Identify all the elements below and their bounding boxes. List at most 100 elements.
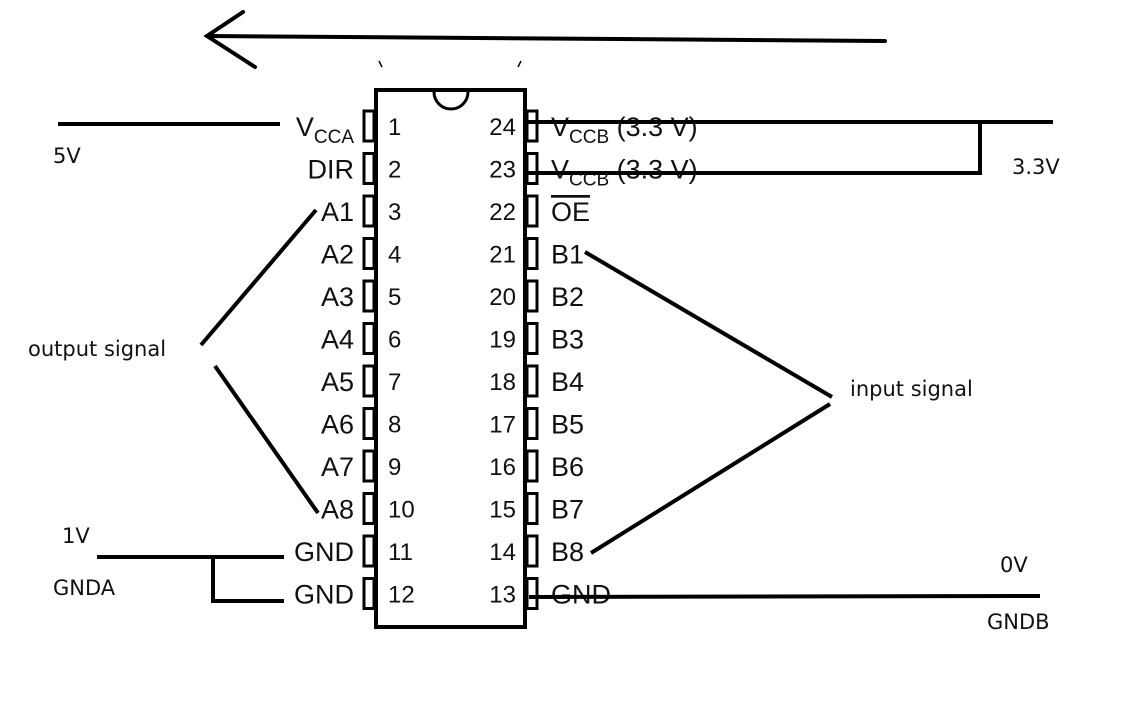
right-pin-14 [525, 534, 539, 568]
right-pin-name: V [551, 155, 569, 185]
left-pin-number: 3 [388, 199, 401, 226]
left-pin-name: GND [294, 580, 354, 610]
right-pin-suffix: (3.3 V) [609, 112, 698, 142]
right-pin-number: 14 [489, 539, 516, 566]
right-pin-name: B8 [551, 537, 584, 567]
right-pin-name: B2 [551, 282, 584, 312]
left-pin-7 [362, 364, 376, 398]
input-pointer-b1 [583, 250, 834, 399]
right-pin-label-17: B5 [551, 410, 584, 440]
right-pin-name: B6 [551, 452, 584, 482]
output-pointer-a8 [213, 364, 320, 515]
right-pin-name: OE [551, 197, 590, 227]
vccb-voltage-label: 3.3V [1012, 155, 1060, 179]
right-pin-number: 18 [489, 369, 516, 396]
right-pin-label-16: B6 [551, 452, 584, 482]
left-pin-number: 1 [388, 114, 401, 141]
left-pin-label-7: A5 [321, 367, 354, 397]
left-pin-label-11: GND [294, 537, 354, 567]
left-pin-label-1: VCCA [296, 112, 354, 148]
left-pin-3 [362, 194, 376, 228]
left-pin-name: A7 [321, 452, 354, 482]
left-pin-name: A5 [321, 367, 354, 397]
right-pin-suffix: (3.3 V) [609, 155, 698, 185]
right-pin-label-24: VCCB (3.3 V) [551, 112, 698, 148]
wires [58, 120, 1053, 603]
right-pin-name: V [551, 112, 569, 142]
left-pin-label-9: A7 [321, 452, 354, 482]
right-pin-22 [525, 194, 539, 228]
left-pin-label-6: A4 [321, 325, 354, 355]
left-pin-number: 2 [388, 157, 401, 184]
left-pin-number: 5 [388, 284, 401, 311]
left-pin-6 [362, 322, 376, 355]
left-pin-label-3: A1 [321, 197, 354, 227]
gndb-wire [528, 594, 1041, 599]
gnda-voltage-label: 1V [62, 524, 90, 548]
right-pin-17 [525, 407, 539, 440]
left-pin-label-12: GND [294, 580, 354, 610]
left-pin-number: 10 [388, 497, 415, 524]
right-pin-label-13: GND [551, 580, 611, 610]
right-pin-20 [525, 279, 539, 313]
right-pin-number: 20 [489, 284, 516, 311]
right-pin-16 [525, 449, 539, 483]
right-pin-label-22: OE [551, 197, 590, 227]
left-pin-name: A6 [321, 410, 354, 440]
right-pin-15 [525, 492, 539, 525]
left-pin-number: 6 [388, 327, 401, 354]
left-pin-label-10: A8 [321, 495, 354, 525]
vcca-voltage-label: 5V [53, 144, 81, 168]
left-pin-number: 12 [388, 582, 415, 609]
right-pin-label-15: B7 [551, 495, 584, 525]
right-pin-number: 24 [489, 114, 516, 141]
left-pin-name: A8 [321, 495, 354, 525]
left-pin-label-5: A3 [321, 282, 354, 312]
right-pin-name: B4 [551, 367, 584, 397]
left-pin-name: A3 [321, 282, 354, 312]
right-pin-label-21: B1 [551, 240, 584, 270]
left-pin-2 [362, 152, 376, 185]
right-pin-number: 23 [489, 157, 516, 184]
right-pin-number: 13 [489, 582, 516, 609]
right-pin-label-20: B2 [551, 282, 584, 312]
left-pin-name: V [296, 112, 314, 142]
right-pin-label-19: B3 [551, 325, 584, 355]
right-pin-label-23: VCCB (3.3 V) [551, 155, 698, 191]
left-pin-name: DIR [308, 155, 355, 185]
left-pin-4 [362, 237, 376, 270]
chip-notch [432, 91, 470, 111]
right-pin-18 [525, 364, 539, 398]
left-pin-number: 8 [388, 412, 401, 439]
right-pin-21 [525, 237, 539, 270]
right-pin-number: 21 [489, 242, 516, 269]
output-pointer-a1 [199, 208, 318, 347]
input-pointer-b8 [589, 402, 832, 555]
left-pin-11 [362, 534, 376, 568]
gndb-label: GNDB [987, 610, 1050, 634]
right-pin-19 [525, 322, 539, 355]
left-pin-label-2: DIR [308, 155, 355, 185]
left-pin-label-8: A6 [321, 410, 354, 440]
left-pin-number: 9 [388, 454, 401, 481]
left-pin-number: 7 [388, 369, 401, 396]
right-pin-number: 22 [489, 199, 516, 226]
right-pin-number: 15 [489, 497, 516, 524]
top-marks [378, 60, 522, 68]
right-pin-label-14: B8 [551, 537, 584, 567]
right-pin-24 [525, 109, 539, 143]
right-pin-number: 16 [489, 454, 516, 481]
right-pin-number: 17 [489, 412, 516, 439]
left-pin-label-4: A2 [321, 240, 354, 270]
left-pin-number: 11 [388, 539, 413, 566]
chip-body [374, 88, 527, 629]
right-pin-subscript: CCB [569, 127, 609, 148]
left-pin-5 [362, 279, 376, 313]
left-pins: 1VCCA2DIR3A14A25A36A47A58A69A710A811GND1… [294, 109, 415, 610]
gnda-label: GNDA [53, 576, 116, 600]
left-pin-10 [362, 492, 376, 525]
right-pin-name: GND [551, 580, 611, 610]
